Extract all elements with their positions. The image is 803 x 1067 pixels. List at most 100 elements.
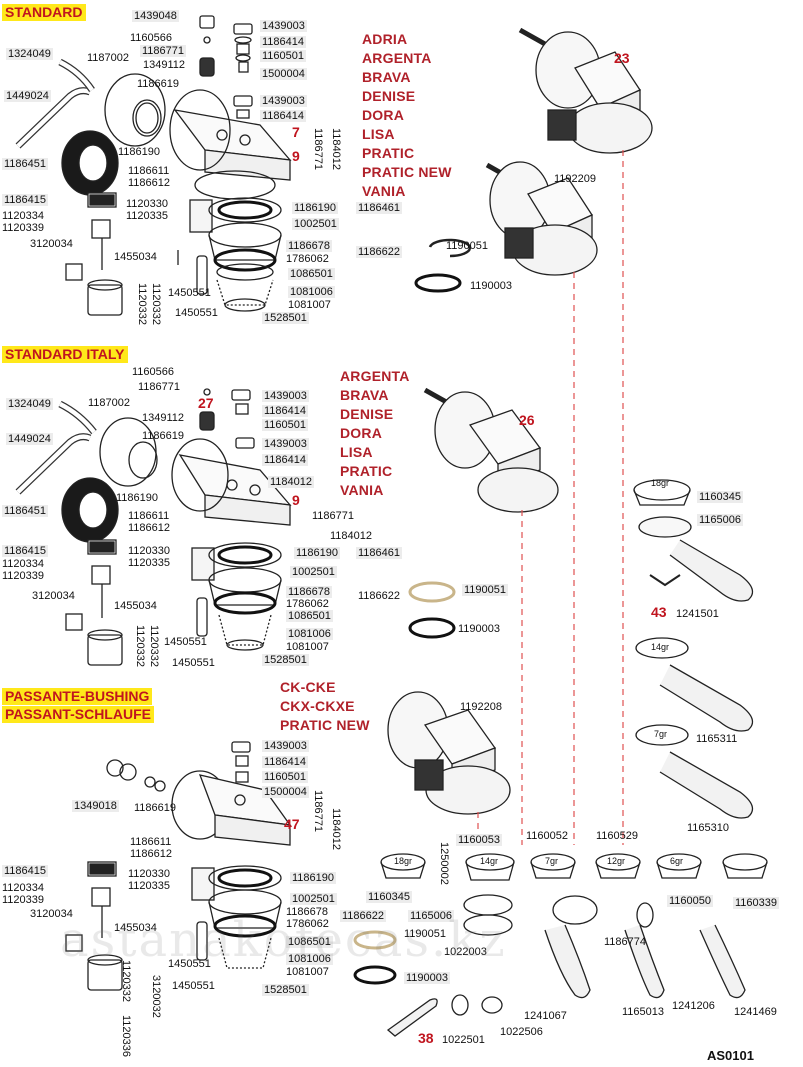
- part-code-1190051-it: 1190051: [462, 584, 509, 596]
- model-list-italy-6: VANIA: [340, 482, 384, 498]
- part-code-1186190b: 1186190: [292, 202, 339, 214]
- part-code-1186771: 1186771: [140, 45, 187, 57]
- model-list-italy-0: ARGENTA: [340, 368, 410, 384]
- part-code-1190003: 1190003: [470, 280, 513, 292]
- model-list-standard-7: PRATIC NEW: [362, 164, 452, 180]
- part-code-1186414-bu: 1186414: [262, 756, 309, 768]
- part-code-1081007-it: 1081007: [286, 641, 329, 653]
- part-code-3120034-it: 3120034: [32, 590, 75, 602]
- part-code-1186612-it: 1186612: [128, 522, 171, 534]
- part-code-1120335-bu: 1120335: [128, 880, 171, 892]
- model-list-standard-1: ARGENTA: [362, 50, 432, 66]
- filter-size-18gr-b: 18gr: [394, 856, 413, 866]
- part-code-1186619-bu: 1186619: [134, 802, 177, 814]
- part-code-1186771-vert-bu: 1186771: [312, 790, 324, 833]
- part-code-1450551: 1450551: [168, 287, 211, 299]
- part-code-1186619-it: 1186619: [142, 430, 185, 442]
- part-code-1002501: 1002501: [292, 218, 339, 230]
- filter-size-18gr-a: 18gr: [651, 478, 670, 488]
- part-code-1160339: 1160339: [733, 897, 780, 909]
- part-code-1450551-bu: 1450551: [168, 958, 211, 970]
- part-code-1120339-bu: 1120339: [2, 894, 45, 906]
- model-list-bushing-1: CKX-CKXE: [280, 698, 355, 714]
- part-code-1250002-vert: 1250002: [438, 842, 450, 885]
- part-code-1450551-it: 1450551: [164, 636, 207, 648]
- part-code-1190003-it: 1190003: [458, 623, 501, 635]
- part-code-1186622-bu: 1186622: [340, 910, 387, 922]
- ref-9-standard: 9: [292, 148, 300, 164]
- part-code-1086501: 1086501: [288, 268, 335, 280]
- model-list-italy-5: PRATIC: [340, 463, 393, 479]
- model-list-italy-3: DORA: [340, 425, 383, 441]
- part-code-1120335-it: 1120335: [128, 557, 171, 569]
- part-code-3120032-vert: 3120032: [150, 975, 162, 1018]
- part-code-1528501-bu: 1528501: [262, 984, 309, 996]
- model-list-standard-5: LISA: [362, 126, 395, 142]
- part-code-1186461-it: 1186461: [356, 547, 403, 559]
- part-code-1160050: 1160050: [667, 895, 714, 907]
- part-code-1324049: 1324049: [6, 48, 53, 60]
- part-code-1449024-it: 1449024: [6, 433, 53, 445]
- filter-size-14gr-b: 14gr: [480, 856, 499, 866]
- part-code-1455034-it: 1455034: [114, 600, 157, 612]
- part-code-1190051: 1190051: [446, 240, 489, 252]
- part-code-3120034: 3120034: [30, 238, 73, 250]
- part-code-1349112-it: 1349112: [142, 412, 185, 424]
- ref-26: 26: [519, 412, 535, 428]
- part-code-1187002-it: 1187002: [88, 397, 131, 409]
- part-code-1439003b: 1439003: [260, 95, 307, 107]
- part-code-1022506: 1022506: [500, 1026, 543, 1038]
- part-code-1186771-vert: 1186771: [312, 128, 324, 171]
- part-code-1120336-vert: 1120336: [120, 1015, 132, 1058]
- part-code-1186612-bu: 1186612: [130, 848, 173, 860]
- filter-size-7gr-a: 7gr: [654, 729, 668, 739]
- ref-38: 38: [418, 1030, 434, 1046]
- part-code-1160566-it: 1160566: [132, 366, 175, 378]
- model-list-standard-0: ADRIA: [362, 31, 408, 47]
- part-code-1186678: 1186678: [286, 240, 333, 252]
- part-code-1081006-it: 1081006: [286, 628, 333, 640]
- model-list-bushing-2: PRATIC NEW: [280, 717, 370, 733]
- filter-size-12gr: 12gr: [607, 856, 626, 866]
- part-code-1186190-bu: 1186190: [290, 872, 337, 884]
- part-code-1450551b: 1450551: [175, 307, 218, 319]
- part-code-1439048: 1439048: [132, 10, 179, 22]
- part-code-1120330-bu: 1120330: [128, 868, 171, 880]
- part-code-1192209: 1192209: [554, 173, 597, 185]
- part-code-1241501: 1241501: [676, 608, 719, 620]
- part-code-1120332-vert-bu: 1120332: [120, 960, 132, 1003]
- part-code-1186414: 1186414: [260, 36, 307, 48]
- part-code-1120334-it: 1120334: [2, 558, 45, 570]
- part-code-1186451: 1186451: [2, 158, 49, 170]
- part-code-1349018: 1349018: [72, 800, 119, 812]
- part-code-1786062-bu: 1786062: [286, 918, 329, 930]
- ref-43: 43: [651, 604, 667, 620]
- model-list-standard-2: BRAVA: [362, 69, 411, 85]
- part-code-1120332-vert-b: 1120332: [150, 283, 162, 326]
- part-code-1120332-vert-it: 1120332: [134, 625, 146, 668]
- part-code-1160053: 1160053: [456, 834, 503, 846]
- part-code-1186190b-it: 1186190: [294, 547, 341, 559]
- model-list-italy-1: BRAVA: [340, 387, 389, 403]
- filter-size-7gr-b: 7gr: [545, 856, 559, 866]
- part-code-1022501: 1022501: [442, 1034, 485, 1046]
- ref-23: 23: [614, 50, 630, 66]
- part-code-1786062: 1786062: [286, 253, 329, 265]
- part-code-1184012-vert: 1184012: [330, 128, 342, 171]
- part-code-1081007: 1081007: [288, 299, 331, 311]
- part-code-1160566: 1160566: [130, 32, 173, 44]
- part-code-1165013: 1165013: [622, 1006, 665, 1018]
- part-code-1528501: 1528501: [262, 312, 309, 324]
- part-code-1120335: 1120335: [126, 210, 169, 222]
- part-code-1241206: 1241206: [672, 1000, 715, 1012]
- part-code-1160501-it: 1160501: [262, 419, 309, 431]
- part-code-1187002: 1187002: [87, 52, 130, 64]
- ref-7: 7: [292, 124, 300, 140]
- part-code-1455034: 1455034: [114, 251, 157, 263]
- part-code-1186190-it: 1186190: [116, 492, 159, 504]
- section-title-bushing-line2: PASSANT-SCHLAUFE: [2, 706, 154, 723]
- part-code-1186611: 1186611: [128, 165, 170, 177]
- section-title-standard: STANDARD: [2, 4, 86, 21]
- part-code-1160345-bu: 1160345: [366, 891, 413, 903]
